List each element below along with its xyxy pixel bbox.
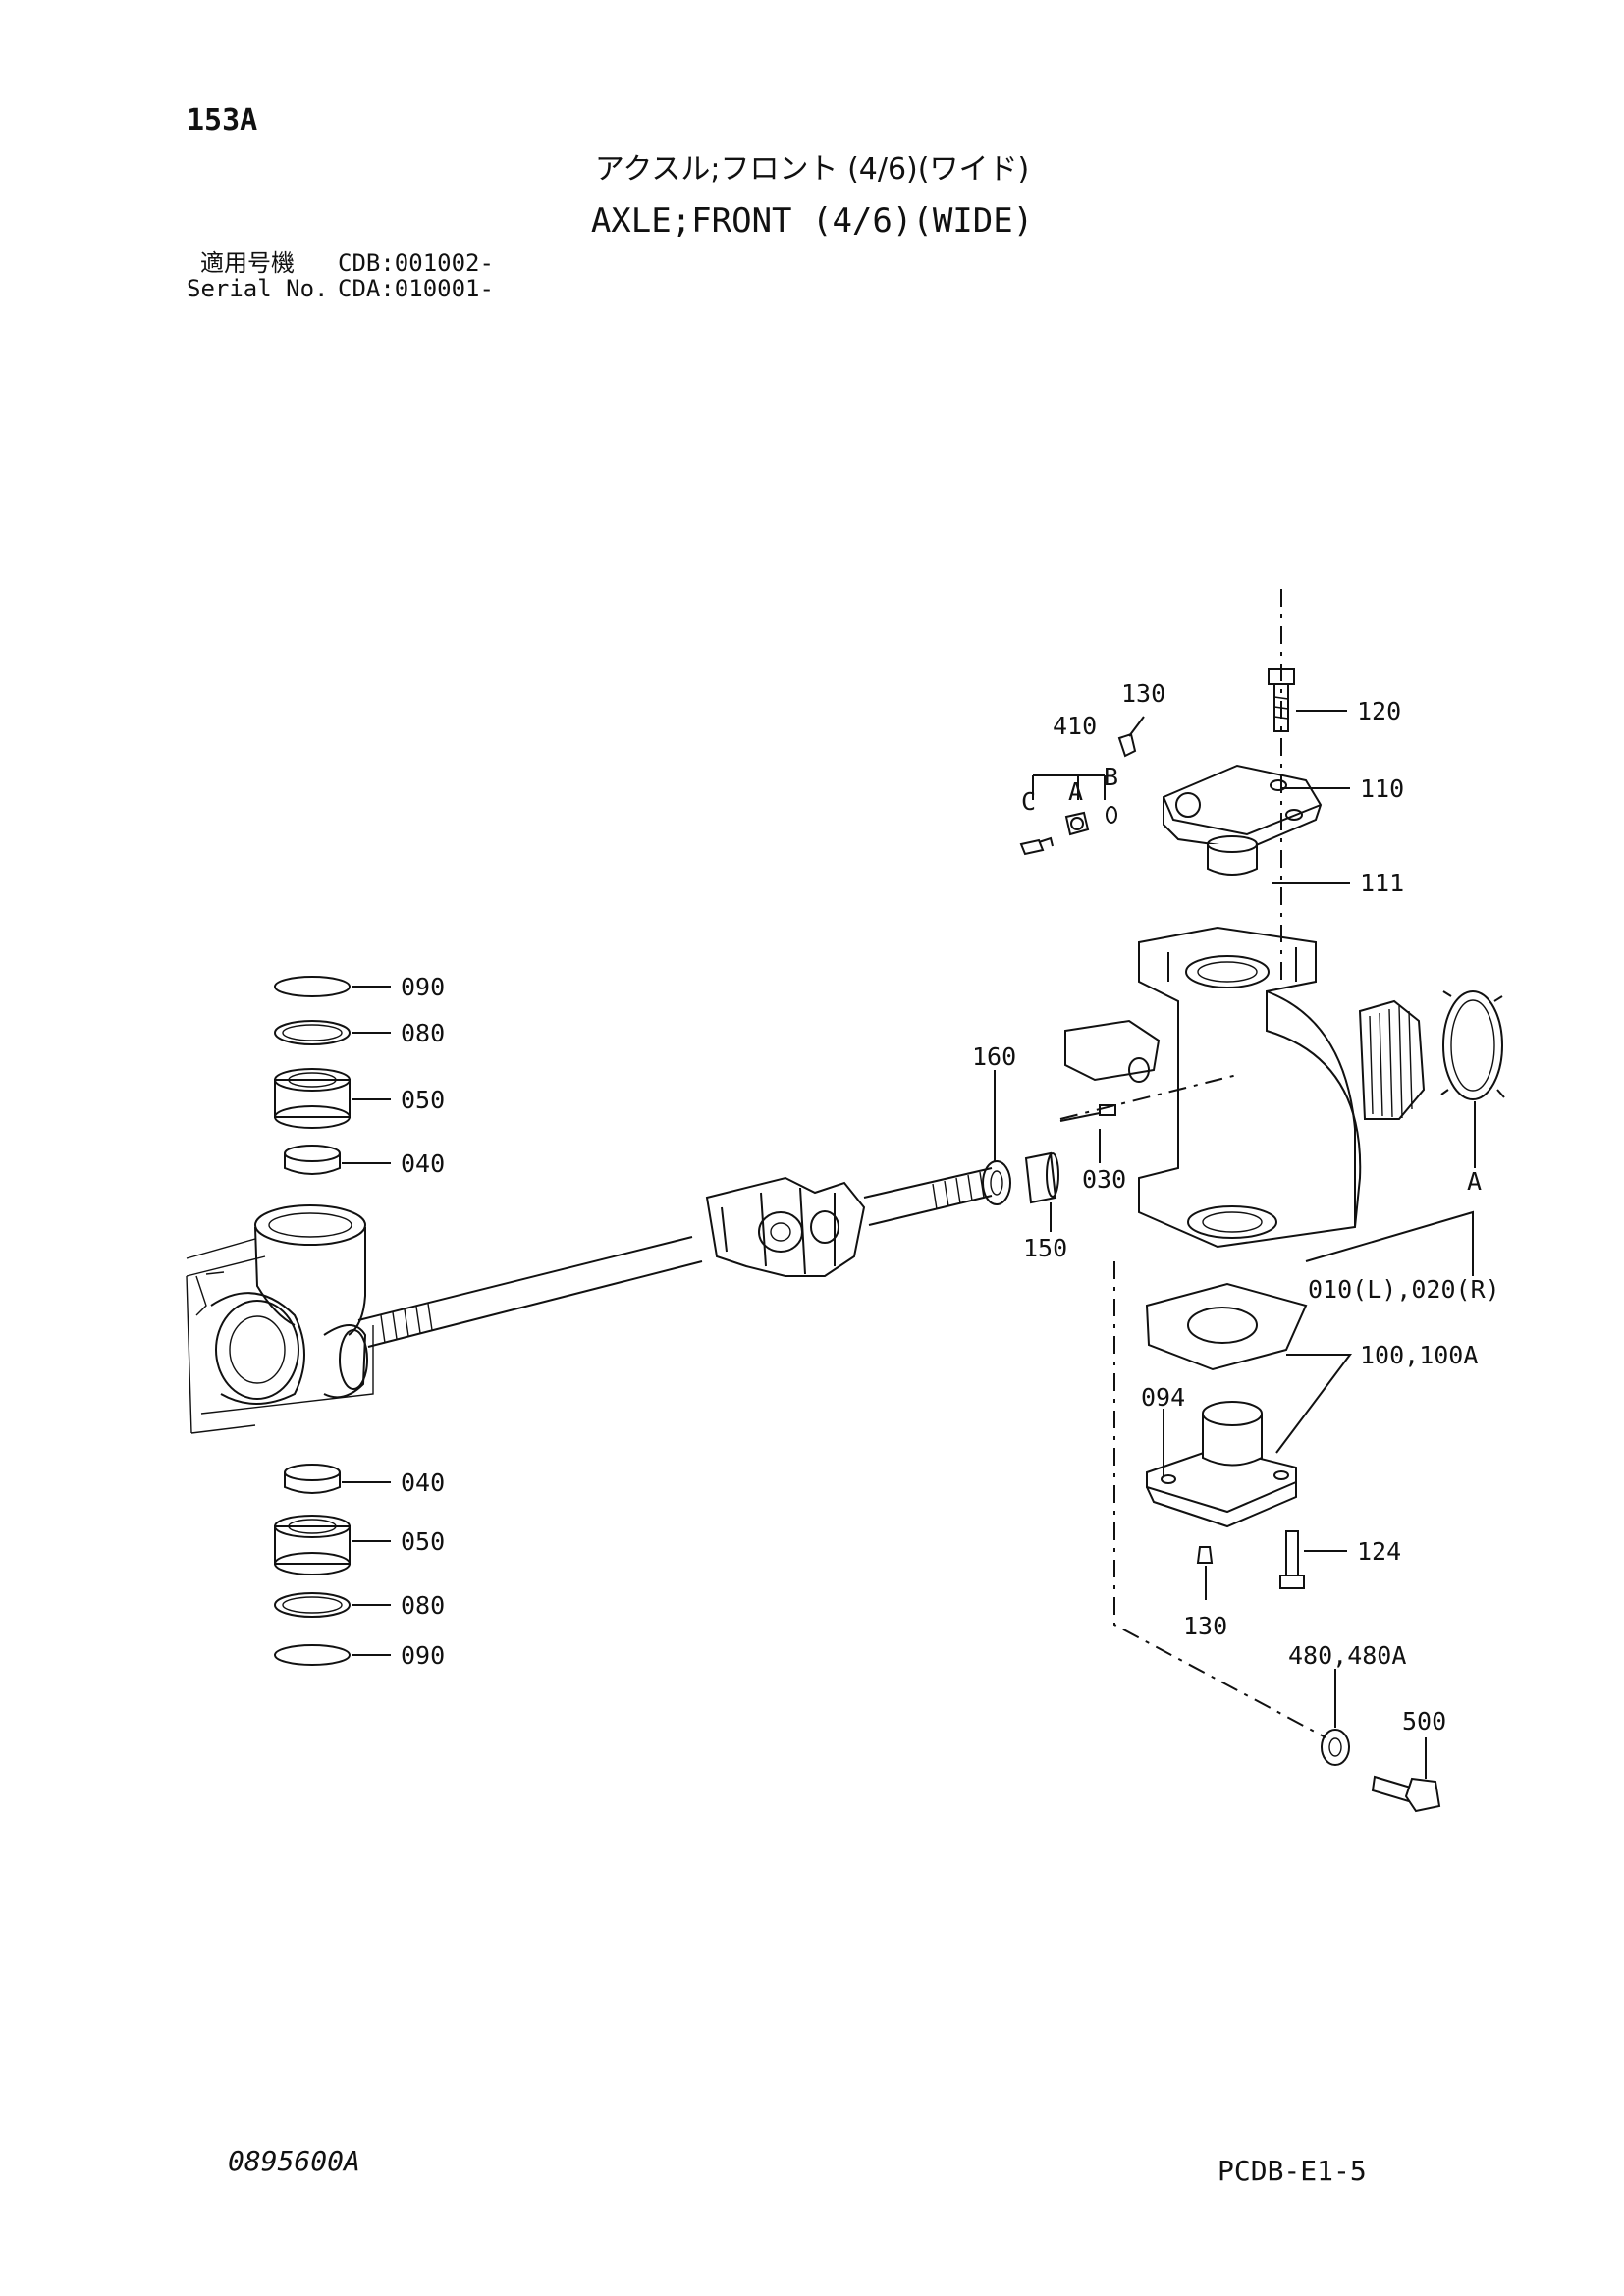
callout-050-bottom: 050 bbox=[401, 1527, 445, 1556]
washer-and-bolt bbox=[1321, 1729, 1441, 1813]
callout-letter-b: B bbox=[1104, 763, 1118, 791]
serial-label-english: Serial No. bbox=[187, 275, 329, 302]
page-number: 153A bbox=[187, 103, 258, 137]
callout-050-top: 050 bbox=[401, 1086, 445, 1114]
serial-value-cdb: CDB:001002- bbox=[338, 249, 494, 277]
callout-480-480a: 480,480A bbox=[1288, 1641, 1406, 1670]
callout-111: 111 bbox=[1360, 869, 1404, 897]
callout-040-bottom: 040 bbox=[401, 1468, 445, 1497]
title-japanese: アクスル;フロント (4/6)(ワイド) bbox=[594, 152, 1030, 187]
callout-160: 160 bbox=[972, 1042, 1016, 1071]
callout-090-bottom: 090 bbox=[401, 1641, 445, 1670]
callout-080-top: 080 bbox=[401, 1019, 445, 1047]
callout-410: 410 bbox=[1053, 712, 1097, 740]
callout-124: 124 bbox=[1357, 1537, 1401, 1566]
axle-housing-drawing bbox=[186, 1204, 374, 1434]
steering-knuckle bbox=[1064, 926, 1505, 1249]
drive-shaft-drawing bbox=[357, 1167, 993, 1348]
callout-010-020: 010(L),020(R) bbox=[1308, 1275, 1500, 1304]
drawing-number: 0895600A bbox=[228, 2145, 360, 2177]
callout-letter-a-right: A bbox=[1467, 1167, 1482, 1196]
seal-and-bushing bbox=[982, 1104, 1116, 1205]
callout-500: 500 bbox=[1402, 1707, 1446, 1735]
bearing-stack-top bbox=[274, 976, 351, 1175]
callout-090-top: 090 bbox=[401, 973, 445, 1001]
callout-040-top: 040 bbox=[401, 1149, 445, 1178]
centerline-fitting bbox=[1059, 1074, 1238, 1120]
callout-120: 120 bbox=[1357, 697, 1401, 725]
sheet-code: PCDB-E1-5 bbox=[1218, 2155, 1367, 2187]
callout-letter-a-top: A bbox=[1068, 777, 1083, 806]
plug-fittings-410 bbox=[1019, 806, 1117, 856]
title-english: AXLE;FRONT (4/6)(WIDE) bbox=[590, 201, 1034, 240]
callout-150: 150 bbox=[1023, 1234, 1067, 1262]
callout-110: 110 bbox=[1360, 774, 1404, 803]
serial-value-cda: CDA:010001- bbox=[338, 275, 494, 302]
bearing-stack-bottom bbox=[274, 1464, 351, 1666]
leader-lines bbox=[342, 710, 1476, 1779]
callout-130-bottom: 130 bbox=[1183, 1612, 1227, 1640]
callout-letter-c: C bbox=[1021, 787, 1036, 816]
callout-100-100a: 100,100A bbox=[1360, 1341, 1478, 1369]
lower-kingpin-and-gasket bbox=[1145, 1282, 1308, 1589]
centerline-lower bbox=[1113, 1261, 1326, 1738]
callout-094: 094 bbox=[1141, 1383, 1185, 1412]
callout-130-top: 130 bbox=[1121, 679, 1165, 708]
callout-080-bottom: 080 bbox=[401, 1591, 445, 1620]
callout-030: 030 bbox=[1082, 1165, 1126, 1194]
serial-label-japanese: 適用号機 bbox=[200, 249, 295, 277]
